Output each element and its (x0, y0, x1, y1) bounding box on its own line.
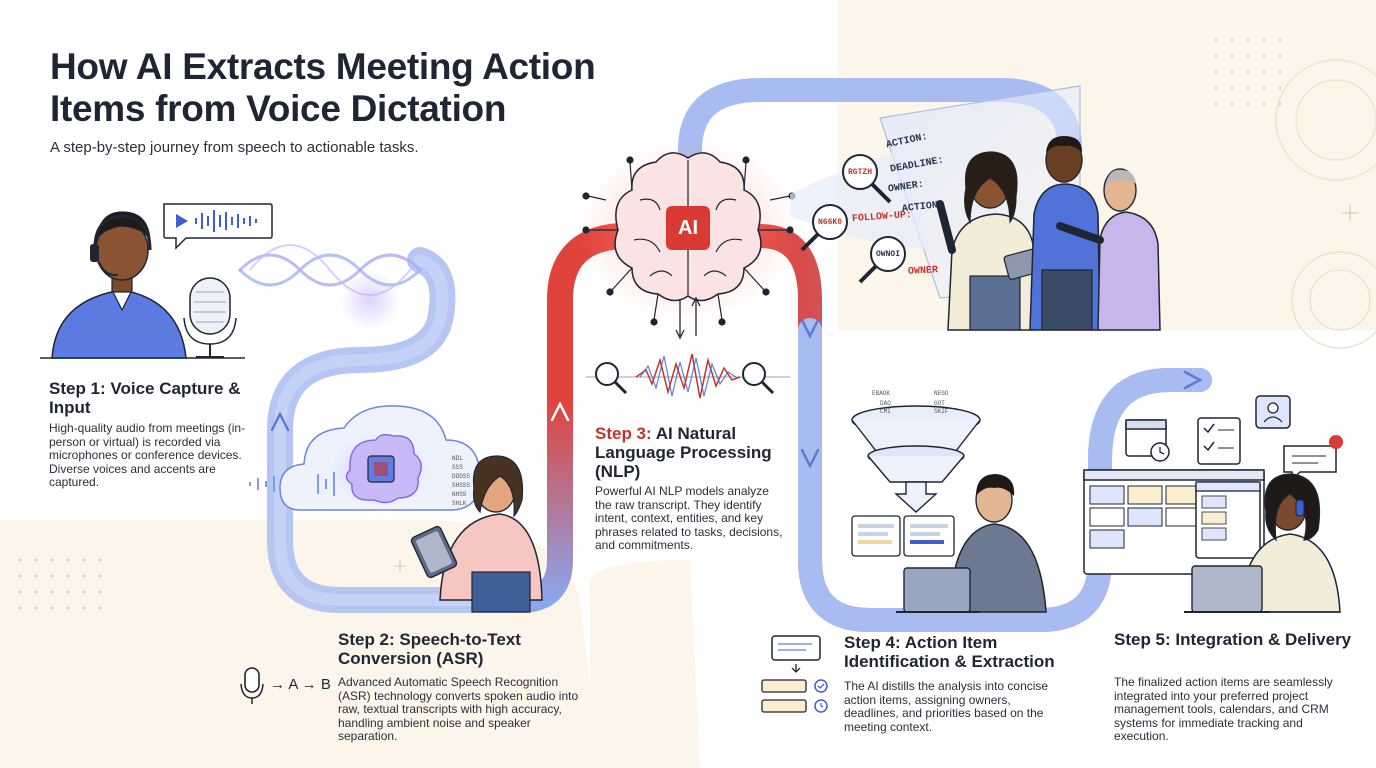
step2-number: Step 2: (338, 630, 395, 649)
funnel-fragment: DAO (880, 400, 891, 407)
funnel-fragment: NEGO (934, 390, 949, 397)
microphone-icon (183, 277, 237, 358)
lens-label: RGTZH (848, 168, 873, 177)
step1-number: Step 1: (49, 379, 106, 398)
step4-heading: Action Item Identification & Extraction (844, 633, 1055, 671)
step5-description: The finalized action items are seamlessl… (1114, 675, 1333, 743)
transcript-fragment: DDDSS (452, 473, 471, 480)
funnel-fragment: GOT (934, 400, 945, 407)
step5-heading: Integration & Delivery (1175, 630, 1352, 649)
funnel-fragment: CMI (880, 408, 891, 415)
step5-number: Step 5: (1114, 630, 1171, 649)
chat-alert-icon (1283, 435, 1343, 482)
step1-title: Step 1: Voice Capture & Input (49, 379, 269, 417)
step2-person-tablet-icon (410, 455, 543, 613)
audio-wave (238, 244, 422, 330)
lens-label: OWNOI (876, 250, 901, 259)
lens-label: N66K0 (818, 218, 843, 227)
checklist-icon (1197, 417, 1241, 465)
page-title: How AI Extracts Meeting Action Items fro… (50, 46, 596, 129)
step4-number: Step 4: (844, 633, 901, 652)
step1-heading: Voice Capture & Input (49, 379, 241, 417)
magnifier-icon (800, 154, 906, 284)
step3-heading: AI Natural Language Processing (NLP) (595, 424, 772, 481)
transcript-fragment: SSS (452, 464, 463, 471)
deco-circles (1275, 59, 1376, 349)
ai-badge: AI (666, 206, 710, 250)
asr-conversion-label: → A → B (270, 676, 331, 693)
dot-grid-bottom-left (18, 558, 102, 610)
step5-title: Step 5: Integration & Delivery (1114, 630, 1354, 649)
crosshair-deco (394, 205, 1358, 572)
transcript-fragment: NHSS (452, 491, 467, 498)
step3-title: Step 3: AI Natural Language Processing (… (595, 424, 795, 481)
transcript-fragment: SHLK (452, 500, 467, 507)
step1-person-headset-icon (40, 211, 245, 359)
step4-title: Step 4: Action Item Identification & Ext… (844, 633, 1084, 671)
step2-heading: Speech-to-Text Conversion (ASR) (338, 630, 521, 668)
step4-person-laptop-icon (896, 474, 1047, 613)
dot-grid-top-right (1214, 38, 1282, 106)
step3-description: Powerful AI NLP models analyze the raw t… (595, 484, 783, 552)
step3-number: Step 3: (595, 424, 652, 443)
step4-description: The AI distills the analysis into concis… (844, 679, 1049, 734)
funnel-icon (851, 405, 981, 513)
transcript-fragment: SHSSS (452, 482, 471, 489)
bg-cream-bottom-center (590, 560, 700, 768)
step2-description: Advanced Automatic Speech Recognition (A… (338, 675, 579, 743)
transcript-fragment: NDL (452, 455, 463, 462)
speech-bubble-audio-icon (163, 203, 273, 250)
funnel-fragment: SKIF (934, 408, 949, 415)
asr-microphone-icon (240, 667, 264, 704)
step5-person-headset-icon (1184, 473, 1341, 613)
team-people-icon (936, 136, 1161, 331)
step2-title: Step 2: Speech-to-Text Conversion (ASR) (338, 630, 578, 668)
step1-description: High-quality audio from meetings (in-per… (49, 421, 246, 489)
nlp-waveform-magnifiers (586, 353, 790, 399)
step4-list-icon (761, 635, 828, 713)
kanban-board-icon (1083, 469, 1265, 575)
page-subtitle: A step-by-step journey from speech to ac… (50, 139, 419, 156)
extracted-label: OWNER (907, 265, 939, 278)
cloud-brain-icon (249, 405, 481, 511)
calendar-icon (1125, 419, 1170, 462)
user-card-icon (1255, 395, 1291, 429)
extracted-cards (851, 515, 955, 557)
funnel-fragment: EBAOK (872, 390, 891, 397)
